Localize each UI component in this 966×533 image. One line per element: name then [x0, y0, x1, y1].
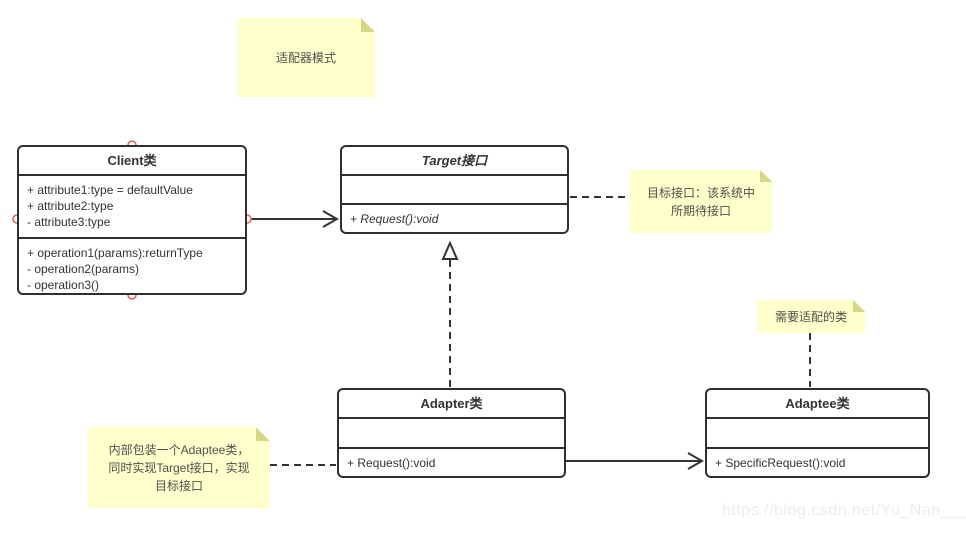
operation-line: + Request():void: [350, 212, 439, 226]
operation-line: - operation2(params): [27, 262, 140, 276]
note-adapter-desc[interactable]: 内部包装一个Adaptee类， 同时实现Target接口，实现 目标接口: [88, 427, 270, 508]
note-fold-corner: [361, 18, 375, 32]
realization-adapter-target[interactable]: [441, 240, 459, 387]
note-fold-corner: [760, 170, 772, 182]
class-adaptee[interactable]: Adaptee类 + SpecificRequest():void: [705, 388, 930, 478]
empty-attributes-section: [707, 419, 928, 449]
watermark: https://blog.csdn.net/Yu_Nan___: [722, 502, 966, 519]
class-title: Target接口: [342, 147, 567, 176]
operation-line: + operation1(params):returnType: [27, 246, 203, 260]
note-text: 内部包装一个Adaptee类， 同时实现Target接口，实现 目标接口: [108, 442, 250, 493]
note-text: 目标接口：该系统中 所期待接口: [646, 185, 755, 218]
attribute-line: + attribute1:type = defaultValue: [27, 183, 193, 197]
operation-line: + Request():void: [347, 456, 436, 470]
class-target[interactable]: Target接口 + Request():void: [340, 145, 569, 234]
class-client[interactable]: Client类 + attribute1:type = defaultValue…: [17, 145, 247, 295]
class-adapter[interactable]: Adapter类 + Request():void: [337, 388, 566, 478]
note-fold-corner: [256, 427, 270, 441]
operation-line: + SpecificRequest():void: [715, 456, 846, 470]
note-pattern-title[interactable]: 适配器模式: [237, 18, 375, 97]
attribute-line: - attribute3:type: [27, 215, 111, 229]
association-adapter-adaptee[interactable]: [566, 452, 705, 470]
note-fold-corner: [853, 300, 865, 312]
empty-attributes-section: [342, 176, 567, 205]
attribute-line: + attribute2:type: [27, 199, 114, 213]
note-adaptee-desc[interactable]: 需要适配的类: [757, 300, 865, 333]
note-text: 需要适配的类: [774, 309, 847, 324]
association-client-target[interactable]: [247, 210, 340, 228]
operation-line: - operation3(): [27, 278, 100, 292]
note-target-desc[interactable]: 目标接口：该系统中 所期待接口: [630, 170, 772, 233]
empty-attributes-section: [339, 419, 564, 449]
note-text: 适配器模式: [275, 50, 336, 65]
class-title: Client类: [19, 147, 245, 176]
class-title: Adaptee类: [707, 390, 928, 419]
class-title: Adapter类: [339, 390, 564, 419]
